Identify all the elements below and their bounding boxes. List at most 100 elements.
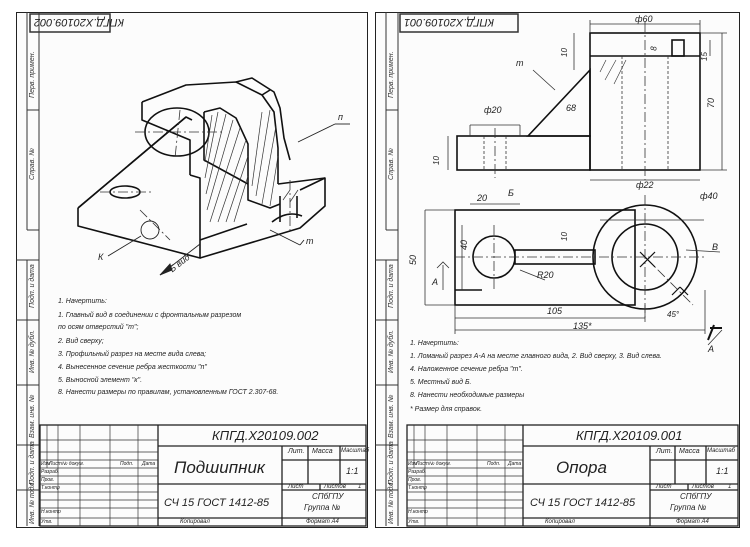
left-tb-row-2: Пров. — [41, 477, 55, 483]
right-tb-row-5: Утв. — [408, 519, 420, 525]
right-side-label-7: Инв. № подл. — [388, 480, 395, 524]
right-tb-row-3: Т.контр — [408, 485, 427, 491]
right-tb-sheets-count: 1 — [728, 484, 732, 490]
left-tb-org: СПбГПУ — [312, 492, 344, 501]
right-tb-col-list: Лист — [416, 461, 429, 467]
dim-d40: ф40 — [700, 191, 718, 201]
dim-8: 8 — [649, 46, 659, 51]
right-tb-row-2: Пров. — [408, 477, 422, 483]
right-tb-scale-value: 1:1 — [716, 466, 729, 476]
left-tb-row-1: Разраб. — [41, 469, 60, 475]
right-tb-code: КПГД.Х20109.001 — [576, 428, 683, 443]
dim-105: 105 — [547, 306, 563, 316]
left-tb-scale: Масштаб — [341, 448, 370, 454]
label-a1: А — [432, 277, 439, 287]
right-side-label-2: Справ. № — [388, 148, 395, 180]
left-tb-code: КПГД.Х20109.002 — [212, 428, 319, 443]
dim-45deg: 45° — [667, 310, 680, 319]
left-tb-col-doc: № докум. — [62, 461, 85, 467]
dim-d22: ф22 — [636, 180, 654, 190]
left-note-4: 2. Вид сверху; — [58, 338, 104, 345]
right-note-2: 1. Ломаный разрез А-А на месте главного … — [410, 353, 662, 360]
right-note-6: * Размер для справок. — [410, 406, 483, 413]
left-tb-col-date: Дата — [142, 461, 156, 467]
left-note-1: 1. Начертить: — [58, 298, 107, 305]
right-side-label-1: Перв. примен. — [388, 51, 395, 98]
left-tb-name: Подшипник — [174, 458, 265, 477]
dim-20: 20 — [477, 193, 488, 203]
left-tb-lit: Лит. — [288, 448, 305, 455]
right-tb-row-4: Н.контр — [408, 509, 428, 515]
right-tb-col-date: Дата — [508, 461, 522, 467]
label-k: К — [98, 252, 104, 262]
dim-10a: 10 — [559, 48, 569, 57]
left-sheet — [16, 12, 368, 528]
right-note-3: 4. Наложенное сечение ребра "m". — [410, 366, 523, 373]
label-v: В — [712, 242, 719, 252]
right-tb-format: Формат А4 — [676, 519, 709, 525]
left-tb-scale-value: 1:1 — [346, 466, 359, 476]
left-tb-col-izm: Изм — [41, 461, 51, 467]
left-tb-row-5: Утв. — [41, 519, 53, 525]
right-side-label-3: Подп. и дата — [388, 264, 395, 308]
dim-d60: ф60 — [635, 14, 653, 24]
right-note-1: 1. Начертить: — [410, 340, 459, 347]
dim-15: 15 — [699, 52, 709, 61]
right-side-label-4: Инв. № дубл. — [388, 329, 395, 373]
left-tb-group: Группа № — [304, 503, 341, 512]
right-tb-group: Группа № — [670, 503, 707, 512]
dim-d20: ф20 — [484, 105, 502, 115]
right-tb-mass: Масса — [679, 448, 700, 455]
dim-50: 50 — [408, 254, 419, 266]
left-tb-col-sign: Подп. — [120, 461, 134, 467]
right-note-4: 5. Местный вид Б. — [410, 379, 472, 386]
label-m-right: m — [516, 58, 524, 68]
left-tb-row-4: Н.контр — [41, 509, 61, 515]
left-note-8: 8. Нанести размеры по правилам, установл… — [58, 389, 279, 396]
right-tb-col-doc: № докум. — [429, 461, 452, 467]
dim-10c: 10 — [559, 232, 569, 241]
dim-70: 70 — [706, 97, 717, 109]
left-tb-sheets-count: 1 — [358, 484, 362, 490]
right-tb-name: Опора — [556, 458, 607, 477]
right-top-code: КПГД.Х20109.001 — [404, 16, 495, 28]
left-note-7: 5. Выносной элемент "к". — [58, 377, 143, 384]
dim-135: 135* — [573, 321, 592, 331]
right-tb-sheet: Лист — [656, 484, 672, 490]
right-tb-org: СПбГПУ — [680, 492, 712, 501]
left-tb-material: СЧ 15 ГОСТ 1412-85 — [164, 497, 270, 509]
left-tb-col-list: Лист — [49, 461, 62, 467]
right-tb-sheets: Листов — [692, 484, 714, 490]
right-tb-copied: Копировал — [545, 519, 575, 525]
left-tb-row-3: Т.контр — [41, 485, 60, 491]
left-tb-copied: Копировал — [180, 519, 210, 525]
left-tb-mass: Масса — [312, 448, 333, 455]
left-note-6: 4. Вынесенное сечение ребра жесткости "п… — [58, 364, 207, 371]
right-tb-row-1: Разраб. — [408, 469, 427, 475]
dim-40a: 40 — [459, 239, 470, 251]
right-tb-col-izm: Изм — [408, 461, 418, 467]
dim-r20: R20 — [537, 270, 554, 280]
right-tb-material: СЧ 15 ГОСТ 1412-85 — [530, 497, 636, 509]
left-tb-sheets: Листов — [324, 484, 346, 490]
right-note-5: 8. Нанести необходимые размеры — [410, 392, 525, 399]
right-tb-col-sign: Подп. — [487, 461, 501, 467]
label-b: Б — [508, 188, 514, 198]
left-note-3: по осям отверстий "m"; — [58, 324, 139, 331]
right-tb-lit: Лит. — [656, 448, 673, 455]
label-p: п — [338, 112, 343, 122]
right-side-label-6: Подп. и дата — [388, 441, 395, 485]
left-tb-sheet: Лист — [288, 484, 304, 490]
right-sheet — [375, 12, 740, 528]
label-m: m — [306, 236, 314, 246]
right-tb-scale: Масштаб — [707, 448, 736, 454]
dim-68: 68 — [566, 103, 577, 113]
dim-10b: 10 — [431, 156, 441, 165]
label-a2: А — [708, 344, 715, 354]
left-note-5: 3. Профильный разрез на месте вида слева… — [58, 351, 207, 358]
left-tb-format: Формат А4 — [306, 519, 339, 525]
right-side-label-5: Взам. инв. № — [388, 394, 395, 438]
left-note-2: 1. Главный вид в соединении с фронтальны… — [58, 312, 242, 319]
